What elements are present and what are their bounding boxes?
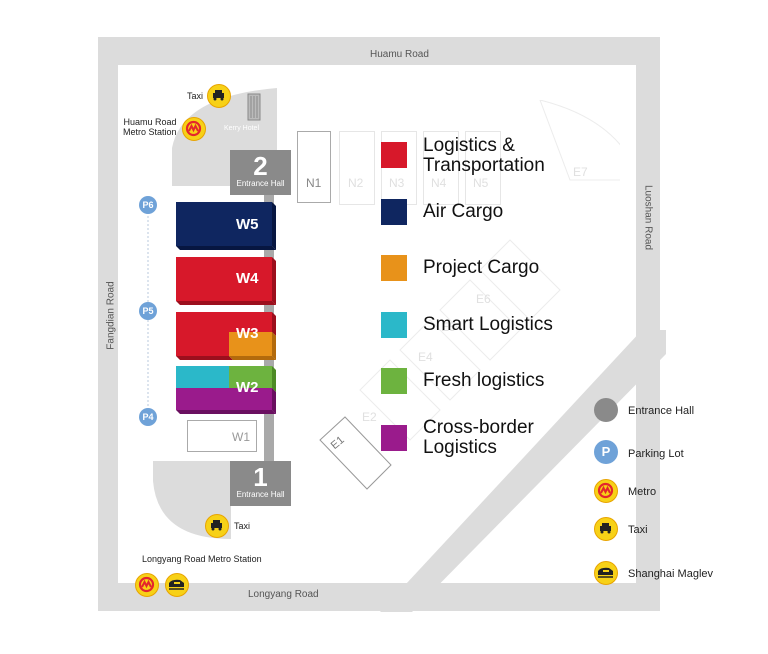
luoshan-road xyxy=(636,37,660,611)
key-maglev-icon xyxy=(594,561,618,585)
luoshan-road-label: Luoshan Road xyxy=(642,184,654,251)
key-maglev-label: Shanghai Maglev xyxy=(628,568,714,580)
longyang-road-label: Longyang Road xyxy=(248,589,319,600)
legend-swatch-air-cargo xyxy=(381,199,407,225)
legend-label-fresh-logistics: Fresh logistics xyxy=(423,370,545,391)
legend-label-logistics: Logistics & Transportation xyxy=(423,135,545,176)
hall-e7-label: E7 xyxy=(573,165,588,179)
hall-n2[interactable] xyxy=(339,131,375,205)
legend-label-project-cargo: Project Cargo xyxy=(423,257,540,278)
kerry-hotel-icon xyxy=(247,93,261,121)
hall-w3[interactable]: W3 xyxy=(176,312,276,360)
entrance-hall-2[interactable]: 2 Entrance Hall xyxy=(230,150,291,195)
taxi-icon[interactable] xyxy=(207,84,231,108)
taxi-north-label: Taxi xyxy=(187,91,204,101)
entrance-hall-1-number: 1 xyxy=(253,462,268,492)
legend-swatch-logistics xyxy=(381,142,407,168)
maglev-icon[interactable] xyxy=(165,573,189,597)
longyang-road xyxy=(98,583,660,611)
key-entrance-label: Entrance Hall xyxy=(628,405,695,417)
ghost-halls-east xyxy=(359,100,620,441)
fangdian-road-label: Fangdian Road xyxy=(105,281,117,350)
hall-w1[interactable]: W1 xyxy=(187,420,257,452)
hall-n1[interactable]: N1 xyxy=(297,131,331,203)
hall-w4-label: W4 xyxy=(236,270,259,287)
legend-swatch-project-cargo xyxy=(381,255,407,281)
entrance-hall-1[interactable]: 1 Entrance Hall xyxy=(230,461,291,506)
hall-e2-label: E2 xyxy=(362,410,377,424)
hall-w1-label: W1 xyxy=(232,430,250,444)
key-taxi-label: Taxi xyxy=(628,524,648,536)
taxi-icon[interactable] xyxy=(205,514,229,538)
parking-p5[interactable]: P5 xyxy=(139,302,157,320)
hall-n4-label: N4 xyxy=(431,176,447,190)
legend-swatch-fresh-logistics xyxy=(381,368,407,394)
hall-w5-label: W5 xyxy=(236,216,259,233)
huamu-road-label: Huamu Road xyxy=(370,49,429,60)
entrance-hall-1-label: Entrance Hall xyxy=(236,490,285,499)
key-metro-label: Metro xyxy=(628,486,657,498)
kerry-hotel-label: Kerry Hotel xyxy=(224,125,260,132)
hall-n2-label: N2 xyxy=(348,176,364,190)
key-taxi-icon xyxy=(594,517,618,541)
key-parking-label: Parking Lot xyxy=(628,448,684,460)
key-parking-icon: P xyxy=(594,440,618,464)
hall-n5[interactable] xyxy=(465,131,501,205)
huamu-metro-label: Huamu Road Metro Station xyxy=(123,117,177,137)
hall-w2-label: W2 xyxy=(236,379,259,396)
entrance-hall-2-number: 2 xyxy=(253,151,268,181)
key-metro-icon xyxy=(594,479,618,503)
parking-p4[interactable]: P4 xyxy=(139,408,157,426)
hall-n1-label: N1 xyxy=(306,176,322,190)
hall-n3-label: N3 xyxy=(389,176,405,190)
hall-w4[interactable]: W4 xyxy=(176,257,276,305)
key-entrance-icon xyxy=(594,398,618,422)
legend-label-smart-logistics: Smart Logistics xyxy=(423,314,553,335)
metro-icon[interactable] xyxy=(135,573,159,597)
hall-e5-label: E5 xyxy=(441,320,456,334)
fangdian-road xyxy=(98,37,118,611)
entrance-hall-2-label: Entrance Hall xyxy=(236,179,285,188)
hall-e1[interactable] xyxy=(315,415,395,495)
legend-swatch-cross-border xyxy=(381,425,407,451)
hall-n4[interactable] xyxy=(423,131,459,205)
hall-w5[interactable]: W5 xyxy=(176,202,276,250)
legend-label-cross-border: Cross-border Logistics xyxy=(423,417,534,458)
hall-w3-label: W3 xyxy=(236,325,259,342)
hall-e6-label: E6 xyxy=(476,292,491,306)
metro-icon[interactable] xyxy=(182,117,206,141)
hall-e4-label: E4 xyxy=(418,350,433,364)
longyang-metro-label: Longyang Road Metro Station xyxy=(142,554,262,564)
huamu-road xyxy=(98,37,660,65)
taxi-south-label: Taxi xyxy=(234,521,251,531)
parking-p6[interactable]: P6 xyxy=(139,196,157,214)
hall-n5-label: N5 xyxy=(473,176,489,190)
legend-label-air-cargo: Air Cargo xyxy=(423,201,504,222)
diagonal-road xyxy=(380,330,666,612)
legend-swatch-smart-logistics xyxy=(381,312,407,338)
hall-w2[interactable]: W2 xyxy=(176,366,276,414)
